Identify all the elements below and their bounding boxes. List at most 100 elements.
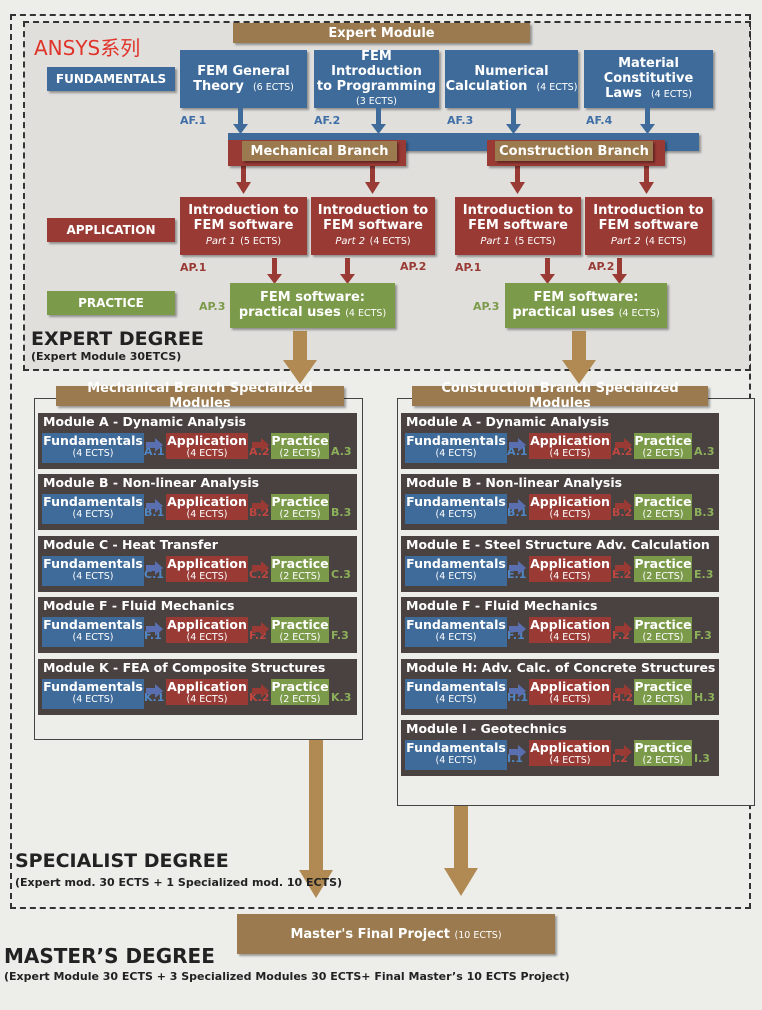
fundamental-line2: to Programming <box>316 79 437 94</box>
fundamental-line1: Material <box>618 56 679 71</box>
module-practice-code: C.3 <box>331 568 351 581</box>
module-card: Module H: Adv. Calc. of Concrete Structu… <box>401 659 719 715</box>
module-card: Module I - Geotechnics Fundamentals (4 E… <box>401 720 719 776</box>
expert-module-header: Expert Module <box>233 23 530 43</box>
fundamental-box-numerical-calculation: Numerical Calculation (4 ECTS) <box>445 50 578 108</box>
app-line1: Introduction to <box>188 203 299 218</box>
arrow-right-icon <box>146 438 163 452</box>
module-card: Module A - Dynamic Analysis Fundamentals… <box>401 413 719 469</box>
module-practice-label: Practice <box>271 494 329 509</box>
module-title: Module B - Non-linear Analysis <box>43 475 260 490</box>
expert-module-label: Expert Module <box>328 25 435 41</box>
fundamental-ects: (3 ECTS) <box>356 96 397 107</box>
app-part: Part 1 (5 ECTS) <box>480 236 556 247</box>
module-application-box: Application (4 ECTS) <box>166 556 248 582</box>
row-label-practice: PRACTICE <box>47 291 175 315</box>
module-title: Module F - Fluid Mechanics <box>406 598 598 613</box>
mechanical-branch-label: Mechanical Branch <box>242 141 397 161</box>
module-application-box: Application (4 ECTS) <box>166 494 248 520</box>
code-ap1-cons: AP.1 <box>455 261 482 274</box>
arrow-right-icon <box>615 622 632 636</box>
module-title: Module I - Geotechnics <box>406 721 567 736</box>
module-practice-box: Practice (2 ECTS) <box>271 617 329 643</box>
module-practice-code: I.3 <box>694 752 710 765</box>
module-fundamentals-ects: (4 ECTS) <box>435 755 477 766</box>
module-practice-ects: (2 ECTS) <box>642 755 684 766</box>
module-fundamentals-label: Fundamentals <box>43 556 143 571</box>
module-fundamentals-ects: (4 ECTS) <box>435 694 477 705</box>
module-practice-ects: (2 ECTS) <box>279 632 321 643</box>
module-application-ects: (4 ECTS) <box>186 448 228 459</box>
module-practice-box: Practice (2 ECTS) <box>634 617 692 643</box>
module-fundamentals-ects: (4 ECTS) <box>72 571 114 582</box>
module-practice-box: Practice (2 ECTS) <box>634 494 692 520</box>
module-practice-ects: (2 ECTS) <box>642 632 684 643</box>
module-fundamentals-label: Fundamentals <box>406 433 506 448</box>
module-practice-label: Practice <box>271 556 329 571</box>
module-fundamentals-box: Fundamentals (4 ECTS) <box>42 556 144 586</box>
module-application-label: Application <box>167 679 247 694</box>
application-box-cons-part1: Introduction to FEM software Part 1 (5 E… <box>455 197 581 255</box>
module-fundamentals-box: Fundamentals (4 ECTS) <box>405 740 507 770</box>
app-line2: FEM software <box>323 218 423 233</box>
module-fundamentals-label: Fundamentals <box>406 494 506 509</box>
module-fundamentals-box: Fundamentals (4 ECTS) <box>405 617 507 647</box>
module-application-ects: (4 ECTS) <box>186 509 228 520</box>
module-practice-ects: (2 ECTS) <box>279 509 321 520</box>
module-practice-box: Practice (2 ECTS) <box>271 679 329 705</box>
module-practice-label: Practice <box>634 679 692 694</box>
row-label-application: APPLICATION <box>47 218 175 242</box>
arrow-right-icon <box>252 684 269 698</box>
module-practice-box: Practice (2 ECTS) <box>271 556 329 582</box>
fundamental-box-material-laws: Material Constitutive Laws (4 ECTS) <box>584 50 713 108</box>
module-practice-label: Practice <box>271 433 329 448</box>
module-practice-ects: (2 ECTS) <box>642 509 684 520</box>
arrow-right-icon <box>615 561 632 575</box>
code-af1: AF.1 <box>180 114 207 127</box>
module-practice-box: Practice (2 ECTS) <box>271 494 329 520</box>
arrow-right-icon <box>509 622 526 636</box>
module-practice-code: E.3 <box>694 568 714 581</box>
module-fundamentals-ects: (4 ECTS) <box>435 571 477 582</box>
module-fundamentals-ects: (4 ECTS) <box>435 448 477 459</box>
module-fundamentals-code: H.1 <box>507 691 529 704</box>
module-application-box: Application (4 ECTS) <box>166 433 248 459</box>
practice-line2: practical uses (4 ECTS) <box>512 305 660 320</box>
specialist-degree-subtitle: (Expert mod. 30 ECTS + 1 Specialized mod… <box>15 876 343 889</box>
module-card: Module F - Fluid Mechanics Fundamentals … <box>38 597 357 653</box>
module-practice-code: K.3 <box>331 691 352 704</box>
module-practice-code: F.3 <box>694 629 712 642</box>
row-label-fundamentals: FUNDAMENTALS <box>47 67 175 91</box>
module-application-ects: (4 ECTS) <box>186 632 228 643</box>
module-fundamentals-box: Fundamentals (4 ECTS) <box>42 617 144 647</box>
module-card: Module K - FEA of Composite Structures F… <box>38 659 357 715</box>
module-application-label: Application <box>167 556 247 571</box>
module-practice-box: Practice (2 ECTS) <box>634 740 692 766</box>
module-application-label: Application <box>530 679 610 694</box>
arrow-right-icon <box>615 745 632 759</box>
fundamental-line3: Laws (4 ECTS) <box>605 86 692 101</box>
arrow-right-icon <box>146 684 163 698</box>
module-fundamentals-ects: (4 ECTS) <box>435 632 477 643</box>
module-fundamentals-box: Fundamentals (4 ECTS) <box>405 556 507 586</box>
module-practice-code: B.3 <box>694 506 715 519</box>
final-project-text: Master's Final Project (10 ECTS) <box>290 926 502 942</box>
code-ap3-cons: AP.3 <box>473 300 500 313</box>
module-practice-label: Practice <box>634 556 692 571</box>
module-application-ects: (4 ECTS) <box>549 694 591 705</box>
construction-branch-label: Construction Branch <box>495 141 653 161</box>
module-card: Module C - Heat Transfer Fundamentals (4… <box>38 536 357 592</box>
module-application-box: Application (4 ECTS) <box>529 433 611 459</box>
module-practice-label: Practice <box>634 494 692 509</box>
arrow-right-icon <box>509 438 526 452</box>
module-application-label: Application <box>167 433 247 448</box>
module-practice-code: H.3 <box>694 691 716 704</box>
arrow-right-icon <box>509 684 526 698</box>
module-application-ects: (4 ECTS) <box>186 694 228 705</box>
fundamental-line2: Constitutive <box>603 71 694 86</box>
arrow-right-icon <box>615 438 632 452</box>
module-practice-ects: (2 ECTS) <box>642 448 684 459</box>
module-title: Module A - Dynamic Analysis <box>43 414 247 429</box>
module-fundamentals-ects: (4 ECTS) <box>72 509 114 520</box>
